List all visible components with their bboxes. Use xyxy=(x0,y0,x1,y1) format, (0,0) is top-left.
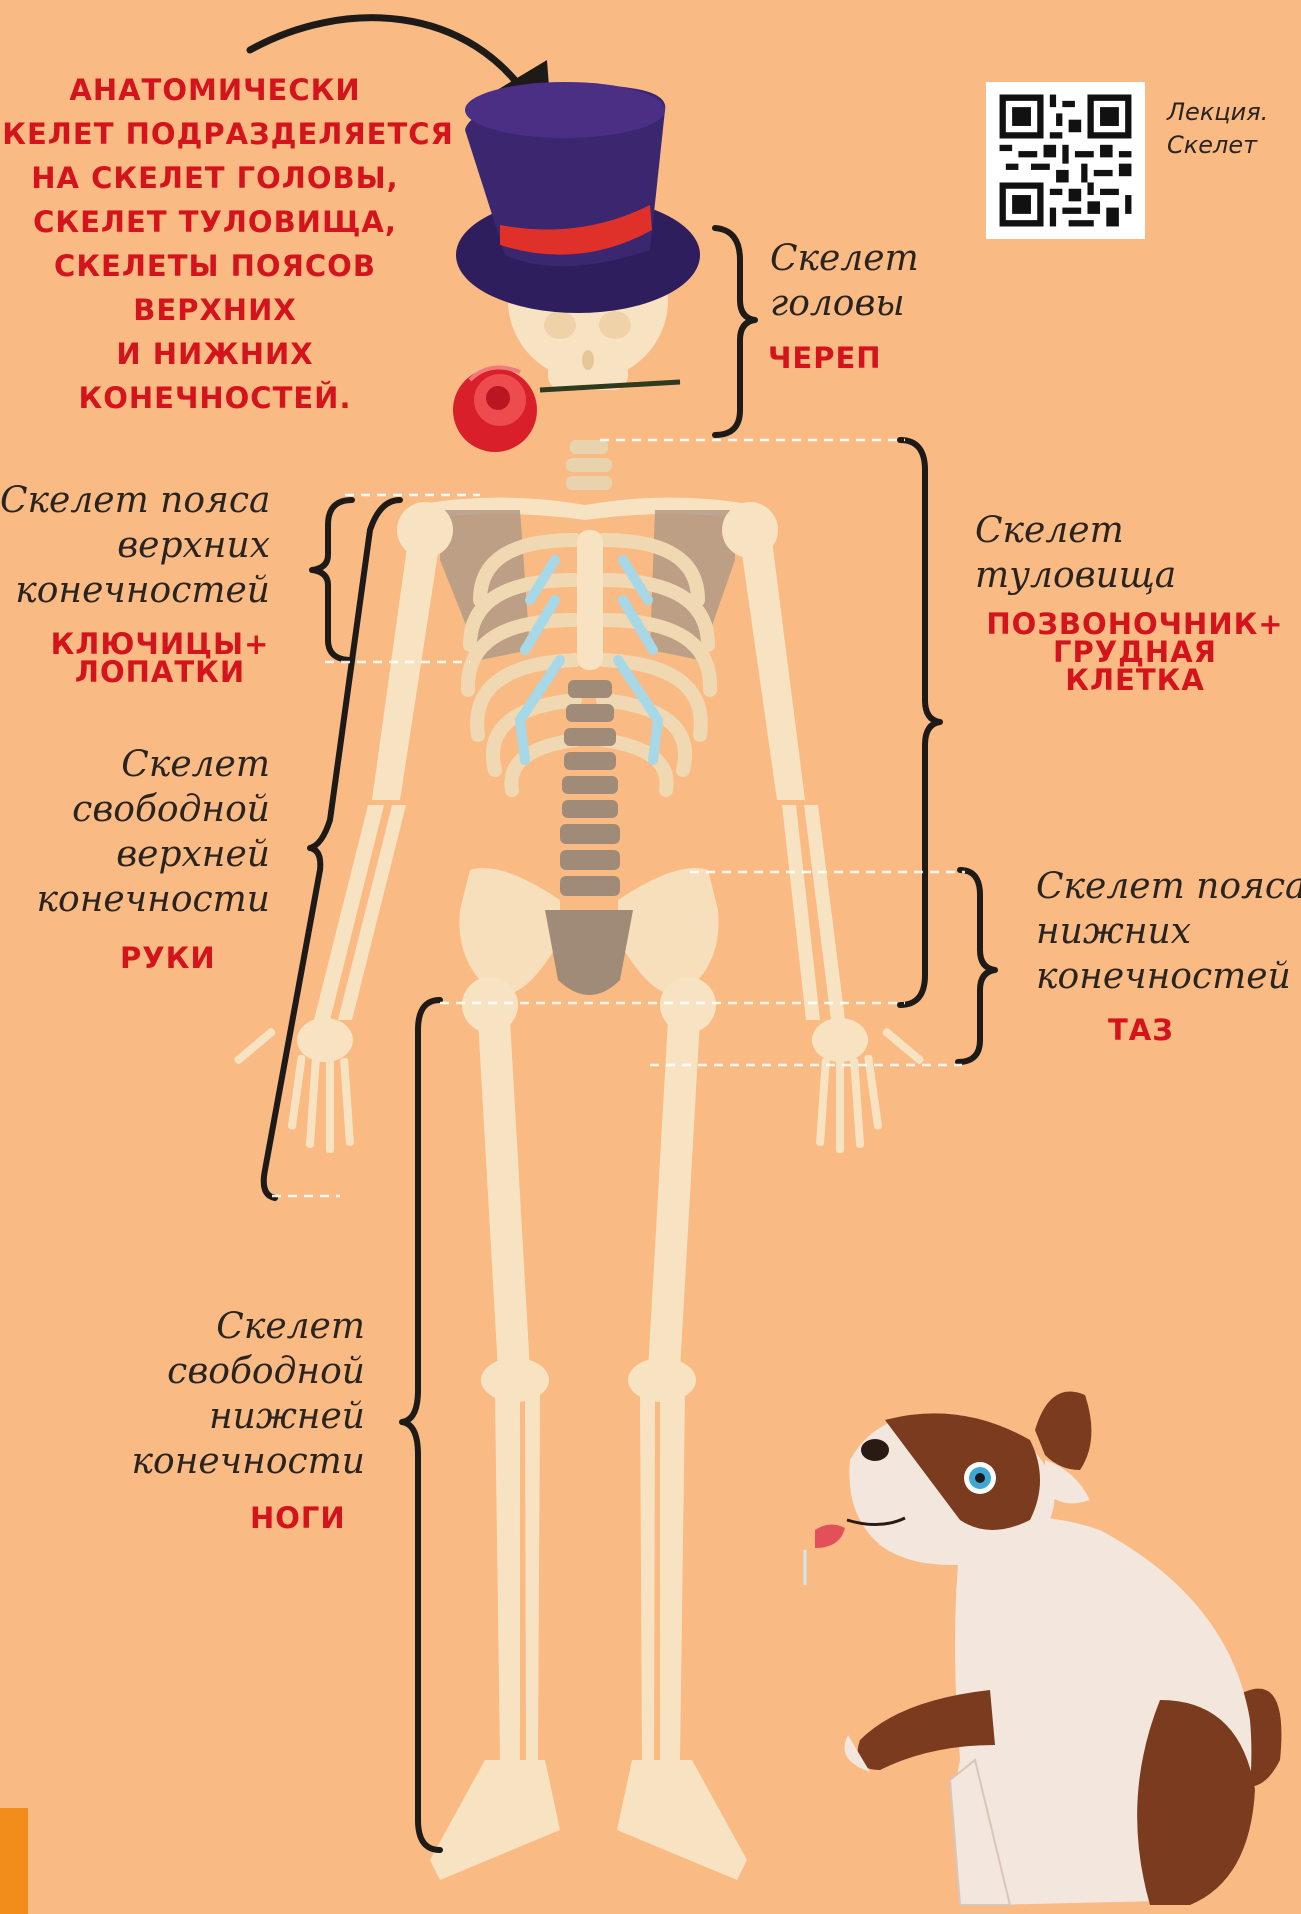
pelvis-label-line: конечностей xyxy=(1036,954,1301,999)
qr-caption: Лекция. Скелет xyxy=(1167,96,1268,162)
shoulder-label-line: конечностей xyxy=(0,568,270,613)
shoulder-bracket xyxy=(312,500,352,660)
arm-label: Скелет свободной верхней конечности xyxy=(0,742,270,922)
leg-caption: НОГИ xyxy=(250,1504,346,1532)
intro-line: ВЕРХНИХ xyxy=(0,288,450,332)
arm-caption-text: РУКИ xyxy=(120,944,216,972)
page-number-tab xyxy=(0,1808,28,1914)
head-label: Скелет головы xyxy=(770,236,919,326)
intro-line: СКЕЛЕТ ПОДРАЗДЕЛЯЕТСЯ xyxy=(0,112,450,156)
trunk-caption-line: ГРУДНАЯ xyxy=(970,638,1300,666)
intro-line: АНАТОМИЧЕСКИ xyxy=(0,68,450,112)
head-label-line: головы xyxy=(770,281,919,326)
shoulder-label-line: Скелет пояса xyxy=(0,478,270,523)
head-bracket xyxy=(715,228,755,435)
trunk-label-line: туловища xyxy=(975,553,1176,598)
shoulder-caption-line: ЛОПАТКИ xyxy=(40,658,280,686)
intro-text: АНАТОМИЧЕСКИ СКЕЛЕТ ПОДРАЗДЕЛЯЕТСЯ НА СК… xyxy=(0,68,450,420)
skull-caption: ЧЕРЕП xyxy=(768,344,882,372)
trunk-caption-line: КЛЕТКА xyxy=(970,666,1300,694)
trunk-label: Скелет туловища xyxy=(975,508,1176,598)
arm-label-line: конечности xyxy=(0,877,270,922)
intro-line: НА СКЕЛЕТ ГОЛОВЫ, xyxy=(0,156,450,200)
skeleton-figure xyxy=(233,220,925,1880)
leg-caption-text: НОГИ xyxy=(250,1504,346,1532)
shoulder-label-line: верхних xyxy=(0,523,270,568)
dog-illustration xyxy=(805,1392,1281,1905)
intro-line: СКЕЛЕТЫ ПОЯСОВ xyxy=(0,244,450,288)
arm-caption: РУКИ xyxy=(120,944,216,972)
shoulder-caption: КЛЮЧИЦЫ+ ЛОПАТКИ xyxy=(40,630,280,686)
qr-caption-line: Скелет xyxy=(1167,129,1268,162)
leg-label-line: Скелет xyxy=(60,1304,365,1349)
shoulder-caption-line: КЛЮЧИЦЫ+ xyxy=(40,630,280,658)
pelvis-label-line: нижних xyxy=(1036,909,1301,954)
pelvis-label: Скелет пояса нижних конечностей xyxy=(1036,864,1301,999)
skull-caption-text: ЧЕРЕП xyxy=(768,344,882,372)
pelvis-label-line: Скелет пояса xyxy=(1036,864,1301,909)
trunk-bracket xyxy=(900,440,940,1005)
intro-line: И НИЖНИХ xyxy=(0,332,450,376)
leg-label-line: нижней xyxy=(60,1394,365,1439)
leg-label-line: конечности xyxy=(60,1439,365,1484)
intro-line: СКЕЛЕТ ТУЛОВИЩА, xyxy=(0,200,450,244)
leg-bracket xyxy=(402,1000,440,1850)
leg-label: Скелет свободной нижней конечности xyxy=(60,1304,365,1484)
arm-label-line: Скелет xyxy=(0,742,270,787)
pelvis-caption-text: ТАЗ xyxy=(1108,1016,1174,1044)
top-hat-icon xyxy=(456,82,700,313)
trunk-caption-line: ПОЗВОНОЧНИК+ xyxy=(970,610,1300,638)
qr-code[interactable] xyxy=(986,82,1145,239)
shoulder-label: Скелет пояса верхних конечностей xyxy=(0,478,270,613)
head-label-line: Скелет xyxy=(770,236,919,281)
intro-line: КОНЕЧНОСТЕЙ. xyxy=(0,376,450,420)
leg-label-line: свободной xyxy=(60,1349,365,1394)
pelvis-bracket xyxy=(958,870,995,1062)
arm-label-line: верхней xyxy=(0,832,270,877)
qr-caption-line: Лекция. xyxy=(1167,96,1268,129)
arm-label-line: свободной xyxy=(0,787,270,832)
pelvis-caption: ТАЗ xyxy=(1108,1016,1174,1044)
trunk-label-line: Скелет xyxy=(975,508,1176,553)
trunk-caption: ПОЗВОНОЧНИК+ ГРУДНАЯ КЛЕТКА xyxy=(970,610,1300,694)
qr-code-pattern xyxy=(986,82,1145,239)
